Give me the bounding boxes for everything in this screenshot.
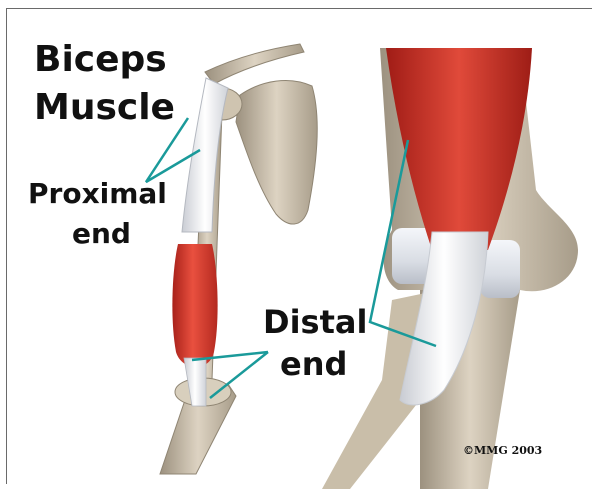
elbow-closeup-view <box>322 48 578 489</box>
distal-label-line-1: Distal <box>263 306 367 338</box>
title-line-1: Biceps <box>34 42 167 78</box>
left-arm-view <box>160 44 317 474</box>
proximal-label-line-2: end <box>72 220 131 248</box>
proximal-label-line-1: Proximal <box>28 180 167 208</box>
title-line-2: Muscle <box>34 90 175 126</box>
clavicle <box>205 44 304 84</box>
scapula <box>236 80 317 224</box>
copyright-notice: ©MMG 2003 <box>463 444 542 457</box>
biceps-muscle-belly <box>172 244 217 367</box>
proximal-tendons <box>182 78 228 232</box>
distal-label-line-2: end <box>280 348 347 380</box>
